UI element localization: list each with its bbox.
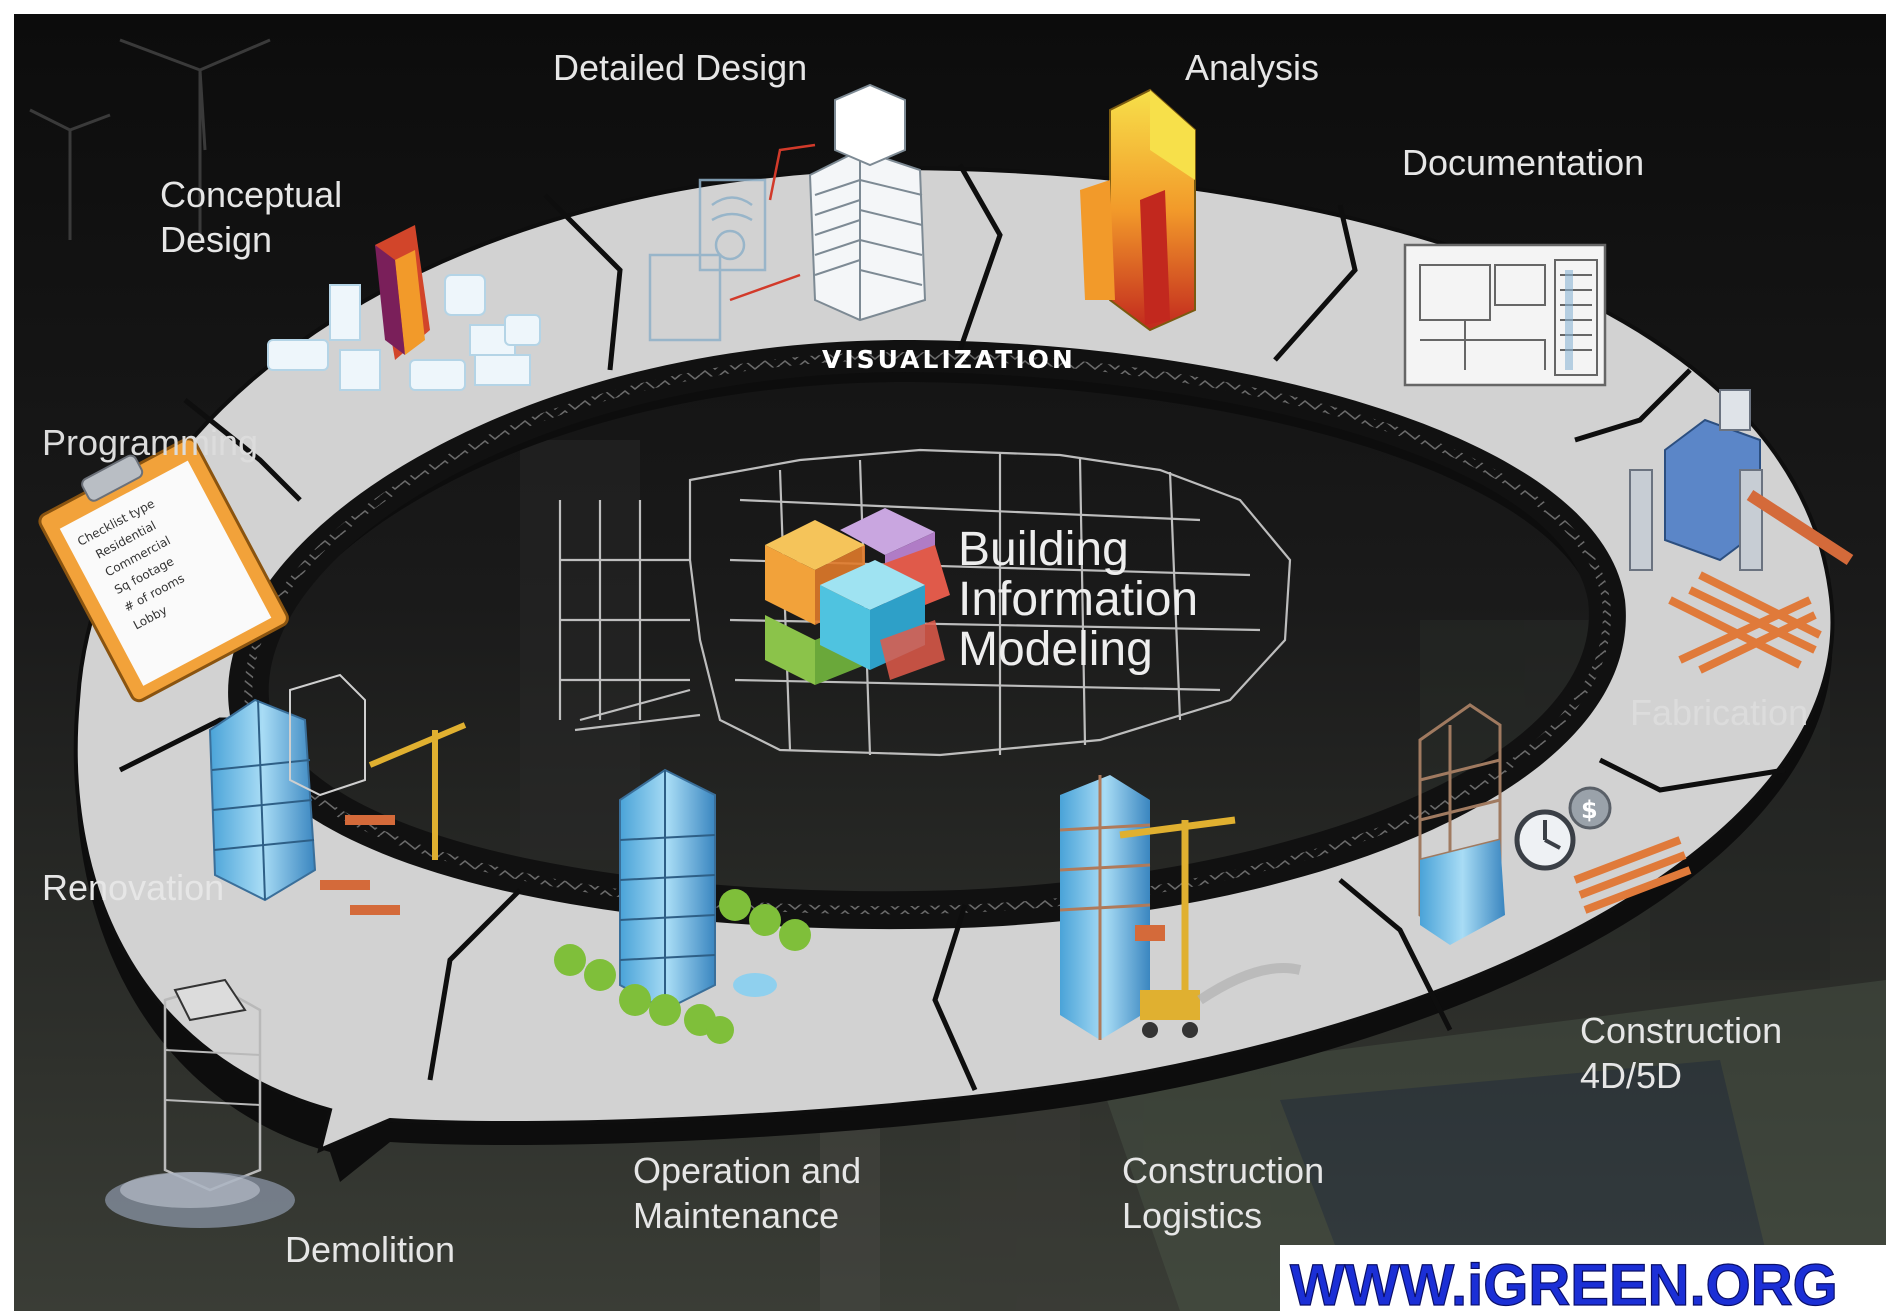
label-programming: Programming [42,422,258,463]
detailed-design-tower-icon [648,83,927,342]
construction-logistics-icon [1059,775,1302,1040]
label-operation-maintenance: Operation and Maintenance [633,1150,871,1236]
fabrication-machine-icon [1629,389,1854,674]
label-documentation: Documentation [1402,142,1644,183]
watermark: WWW.iGREEN.ORG [1290,1253,1838,1311]
label-analysis: Analysis [1185,47,1319,88]
center-title: Building Information Modeling [958,523,1211,676]
construction-4d5d-icon: $ [1418,703,1692,945]
watermark-backdrop [1280,1245,1886,1311]
svg-text:$: $ [1581,796,1598,824]
demolition-icon [105,978,295,1228]
label-renovation: Renovation [42,867,224,908]
renovation-icon [208,673,467,915]
analysis-heatmap-icon [1080,88,1196,332]
programming-clipboard-icon: Checklist type Residential Commercial Sq… [38,437,289,703]
ring-label-visualization: VISUALIZATION [822,345,1076,374]
label-conceptual-design: Conceptual Design [160,174,352,260]
conceptual-massing-icon [267,225,541,391]
label-detailed-design: Detailed Design [553,47,807,88]
stage-labels: Detailed Design Analysis Documentation C… [42,47,1808,1270]
label-construction-logistics: Construction Logistics [1122,1150,1334,1236]
lifecycle-ring: VISUALIZATION [73,163,1835,1182]
label-demolition: Demolition [285,1229,455,1270]
bim-cube-logo [765,508,950,685]
wind-turbine-icon [29,38,271,240]
documentation-drawing-icon [1403,243,1607,387]
label-construction-4d5d: Construction 4D/5D [1580,1010,1792,1096]
operation-maintenance-icon [554,768,811,1044]
label-fabrication: Fabrication [1630,692,1808,733]
